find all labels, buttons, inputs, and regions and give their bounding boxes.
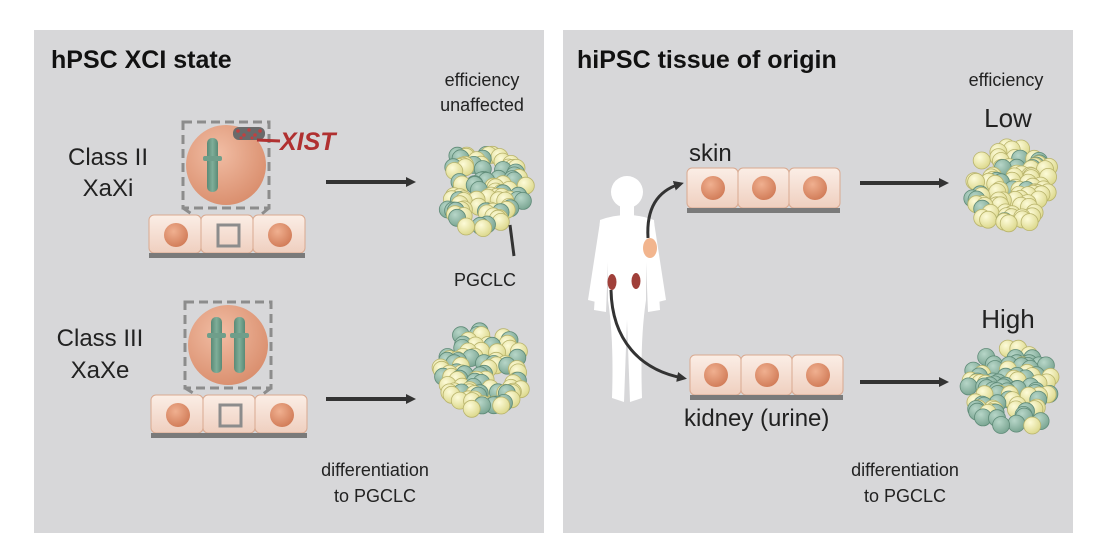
active-x-chromosome bbox=[207, 138, 218, 192]
pgclc-cluster-kidney bbox=[959, 339, 1060, 435]
pgclc-cell-sphere bbox=[492, 396, 511, 415]
pgclc-cell-sphere bbox=[959, 377, 978, 396]
class3-cell-row bbox=[150, 394, 308, 438]
x-chromosome-2 bbox=[234, 317, 245, 373]
pgclc-cluster-class2 bbox=[438, 145, 535, 238]
pgclc-cell-sphere bbox=[1023, 416, 1042, 435]
right-panel-title: hiPSC tissue of origin bbox=[577, 46, 837, 74]
x-chromosome-1 bbox=[211, 317, 222, 373]
skin-source-arrow bbox=[646, 180, 684, 239]
pgclc-cluster-skin bbox=[963, 138, 1058, 233]
pgclc-label: PGCLC bbox=[454, 270, 516, 290]
human-figure bbox=[588, 176, 666, 402]
pgclc-pointer bbox=[508, 224, 516, 257]
right-kidney bbox=[631, 273, 641, 289]
left-panel bbox=[34, 30, 544, 533]
xist-coated-chromosome bbox=[233, 127, 265, 140]
class2-label: Class II bbox=[68, 144, 148, 171]
high-efficiency-label: High bbox=[981, 304, 1034, 334]
pgclc-cell-sphere bbox=[972, 151, 991, 170]
class3-label: Class III bbox=[57, 325, 144, 352]
kidney-cell-row bbox=[689, 354, 844, 400]
pgclc-cell-sphere bbox=[474, 219, 493, 238]
pgclc-cell-sphere bbox=[462, 399, 481, 418]
right-differentiation-target: to PGCLC bbox=[864, 486, 946, 506]
skin-label: skin bbox=[689, 140, 732, 167]
skin-cell-row bbox=[686, 167, 841, 213]
skin-biopsy-site bbox=[643, 238, 657, 258]
pgclc-cluster-class3 bbox=[431, 322, 530, 418]
left-differentiation-target: to PGCLC bbox=[334, 486, 416, 506]
left-panel-title: hPSC XCI state bbox=[51, 46, 232, 74]
left-efficiency-label: efficiency bbox=[445, 70, 520, 90]
left-efficiency-value: unaffected bbox=[440, 95, 524, 115]
right-efficiency-label: efficiency bbox=[969, 70, 1044, 90]
left-differentiation-label: differentiation bbox=[321, 460, 429, 480]
pgclc-cell-sphere bbox=[457, 217, 476, 236]
class3-genotype: XaXe bbox=[71, 357, 130, 384]
left-kidney bbox=[607, 274, 617, 290]
xist-label: XIST bbox=[278, 128, 338, 156]
kidney-label: kidney (urine) bbox=[684, 405, 829, 432]
pgclc-cell-sphere bbox=[979, 210, 997, 229]
kidney-source-arrow bbox=[609, 289, 687, 382]
pgclc-cell-sphere bbox=[999, 214, 1018, 233]
class2-genotype: XaXi bbox=[83, 175, 134, 202]
pgclc-cell-sphere bbox=[1007, 414, 1026, 433]
right-differentiation-label: differentiation bbox=[851, 460, 959, 480]
low-efficiency-label: Low bbox=[984, 103, 1032, 133]
pgclc-cell-sphere bbox=[992, 416, 1010, 434]
pgclc-cell-sphere bbox=[1020, 213, 1039, 232]
class2-cell-row bbox=[148, 214, 306, 258]
